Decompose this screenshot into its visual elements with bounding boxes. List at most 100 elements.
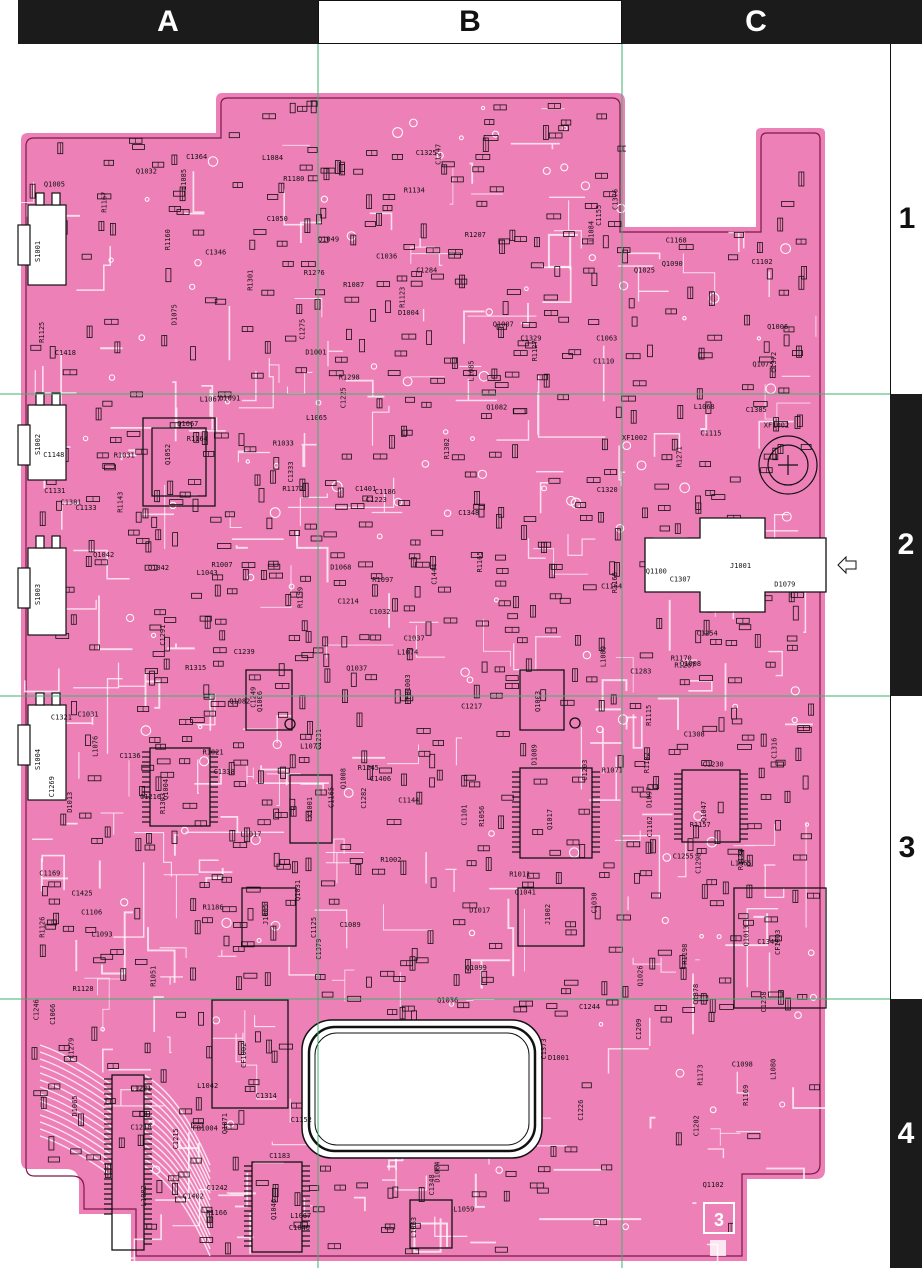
- ref-designator: C1215: [172, 1128, 180, 1149]
- ref-designator: C1247: [435, 144, 443, 165]
- label-l1065: L1065: [306, 414, 327, 422]
- ref-designator: R1170: [671, 654, 692, 662]
- ref-designator: R1164: [187, 435, 208, 443]
- ref-designator: XF1002: [764, 421, 789, 429]
- ref-designator: R1056: [478, 806, 486, 827]
- ref-designator: C1040: [289, 1224, 310, 1232]
- ref-designator: Q1067: [177, 420, 198, 428]
- ref-designator: C1168: [666, 237, 687, 245]
- ref-designator: L1017: [240, 830, 261, 838]
- ref-designator: C1346: [205, 248, 226, 256]
- j1001-outline: [644, 517, 827, 613]
- ref-designator: R1267: [674, 662, 695, 670]
- ref-designator: L1084: [588, 221, 596, 242]
- ref-designator: C1148: [43, 451, 64, 459]
- ref-designator: C1165: [327, 787, 335, 808]
- x1001-outline: [289, 774, 333, 844]
- page-marker: [703, 1202, 735, 1256]
- ref-designator: R1157: [690, 821, 711, 829]
- ref-designator: C1418: [55, 349, 76, 357]
- ref-designator: D1079: [774, 581, 795, 589]
- ref-designator: C1381: [61, 499, 82, 507]
- side-connector-3: [27, 547, 67, 636]
- ref-designator: C1231: [315, 729, 323, 750]
- ref-designator: C1349: [757, 938, 778, 946]
- ref-designator: Q1041: [515, 888, 536, 896]
- ref-designator: C1254: [697, 629, 718, 637]
- ref-designator: R1180: [283, 175, 304, 183]
- ref-designator: Q1006: [767, 323, 788, 331]
- ref-designator: R1033: [273, 440, 294, 448]
- ref-designator: C1316: [771, 738, 779, 759]
- ref-designator: C1246: [32, 999, 40, 1020]
- row-label-3: 3: [890, 696, 922, 999]
- ref-designator: C1242: [207, 1184, 228, 1192]
- ref-designator: C1385: [746, 406, 767, 414]
- ref-designator: C1221: [130, 1085, 151, 1093]
- header-corner: [890, 0, 922, 44]
- ref-designator: C1217: [461, 702, 482, 710]
- ref-designator: R1165: [476, 551, 484, 572]
- ref-designator: C1030: [590, 892, 598, 913]
- label-q1017: Q1017: [546, 809, 554, 830]
- column-header-c: C: [622, 0, 890, 44]
- ref-designator: C1372: [770, 352, 778, 373]
- ref-designator: C1214: [338, 597, 359, 605]
- label-q1047: Q1047: [700, 801, 708, 822]
- ref-designator: C1110: [593, 357, 614, 365]
- label-s1002: S1002: [34, 434, 42, 455]
- ref-designator: R1051: [150, 966, 158, 987]
- q1052-outline: [142, 417, 216, 507]
- ref-designator: R1087: [343, 281, 364, 289]
- ref-designator: R1011: [509, 871, 530, 879]
- ref-designator: Q1049: [318, 235, 339, 243]
- ref-designator: L1074: [397, 649, 418, 657]
- j1005-outline: [241, 887, 297, 947]
- label-q1003: Q1003: [534, 691, 542, 712]
- side-connectors: [17, 192, 67, 801]
- connector-outline: [111, 1074, 145, 1251]
- ref-designator: R1167: [101, 192, 109, 213]
- cf1002-outline: [211, 999, 289, 1109]
- ref-designator: R1127: [531, 340, 539, 361]
- ref-designator: C1101: [461, 805, 469, 826]
- ref-designator: C1298: [695, 853, 703, 874]
- ref-designator: C1291: [159, 625, 167, 646]
- ref-designator: L1078: [300, 742, 321, 750]
- ref-designator: Q1031: [294, 880, 302, 901]
- label-l1084: L1084: [262, 154, 283, 162]
- label-s1004: S1004: [34, 749, 42, 770]
- ref-designator: R1123: [399, 287, 407, 308]
- ref-designator: C1325: [416, 149, 437, 157]
- ref-designator: L1085: [468, 360, 476, 381]
- ref-designator: C1279: [67, 1038, 75, 1059]
- ref-designator: Q1071: [221, 1113, 229, 1134]
- board-outline: [19, 91, 827, 1263]
- ref-designator: C1338: [214, 768, 235, 776]
- ref-designator: C1036: [376, 253, 397, 261]
- ref-designator: C1373: [540, 1038, 548, 1059]
- label-q1008: Q1008: [680, 660, 701, 668]
- ref-designator: Q1032: [136, 168, 157, 176]
- column-header-b: B: [318, 0, 622, 44]
- ref-designator: C1307: [670, 575, 691, 583]
- ref-designator: C1169: [39, 870, 60, 878]
- ref-designator: R1169: [742, 1085, 750, 1106]
- ref-designator: C1329: [520, 335, 541, 343]
- ref-designator: D1013: [66, 792, 74, 813]
- ref-designator: C1269: [48, 776, 56, 797]
- row-label-4: 4: [890, 999, 922, 1268]
- ref-designator: R1271: [676, 446, 684, 467]
- ref-designator: L1089: [599, 646, 607, 667]
- ref-designator: R1168: [611, 572, 619, 593]
- ref-designator: Q1042: [93, 551, 114, 559]
- ref-designator: R1021: [203, 749, 224, 757]
- ref-designator: C1131: [44, 487, 65, 495]
- ref-designator: C1183: [269, 1152, 290, 1160]
- label-q1042: Q1042: [148, 564, 169, 572]
- cf1003-outline: [733, 887, 827, 1009]
- components-layer: [29, 100, 820, 1255]
- ref-designator: R1097: [372, 576, 393, 584]
- l1063-outline: [409, 1199, 453, 1249]
